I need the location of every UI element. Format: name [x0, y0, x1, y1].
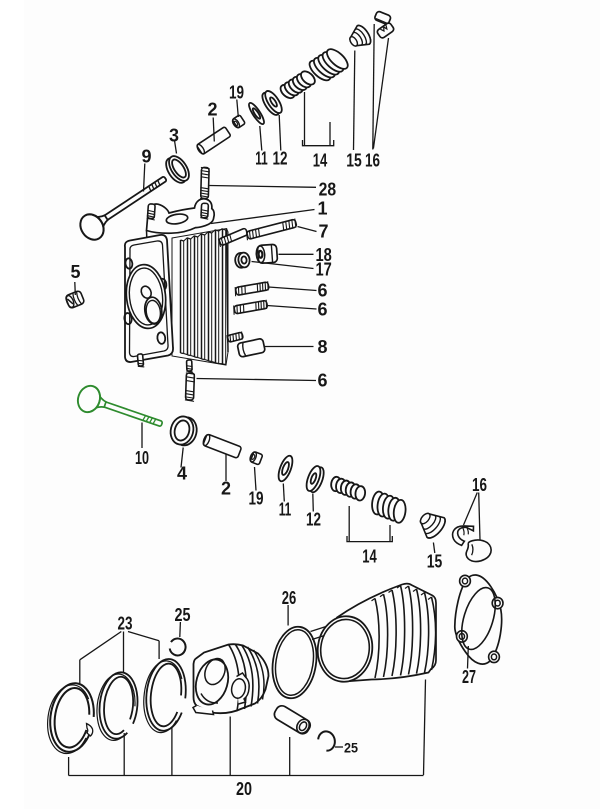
- svg-text:17: 17: [315, 260, 331, 280]
- svg-text:14: 14: [362, 547, 377, 567]
- svg-text:12: 12: [273, 149, 288, 169]
- svg-text:6: 6: [317, 281, 327, 301]
- svg-text:7: 7: [318, 222, 328, 242]
- svg-text:19: 19: [249, 489, 264, 509]
- svg-text:28: 28: [319, 180, 337, 200]
- svg-text:6: 6: [317, 371, 327, 391]
- svg-text:4: 4: [177, 464, 187, 484]
- svg-text:12: 12: [306, 510, 321, 530]
- svg-text:10: 10: [135, 448, 149, 468]
- svg-text:9: 9: [141, 147, 151, 167]
- svg-text:11: 11: [279, 500, 292, 520]
- svg-text:23: 23: [118, 614, 133, 634]
- svg-text:19: 19: [229, 83, 244, 103]
- svg-text:8: 8: [317, 337, 327, 357]
- svg-text:6: 6: [317, 300, 327, 320]
- svg-text:27: 27: [462, 667, 476, 687]
- svg-text:16: 16: [365, 151, 380, 171]
- svg-text:11: 11: [255, 149, 268, 169]
- svg-text:1: 1: [317, 199, 327, 219]
- svg-text:2: 2: [207, 100, 217, 120]
- svg-text:16: 16: [472, 475, 487, 495]
- svg-text:18: 18: [315, 245, 331, 265]
- svg-text:14: 14: [313, 151, 328, 171]
- svg-text:15: 15: [427, 552, 443, 572]
- svg-text:25: 25: [175, 605, 191, 625]
- svg-text:20: 20: [236, 779, 252, 799]
- svg-text:5: 5: [70, 262, 80, 282]
- svg-text:25: 25: [344, 740, 358, 756]
- svg-text:15: 15: [346, 151, 362, 171]
- svg-text:26: 26: [282, 588, 297, 608]
- svg-text:3: 3: [169, 126, 179, 146]
- svg-text:2: 2: [221, 479, 231, 499]
